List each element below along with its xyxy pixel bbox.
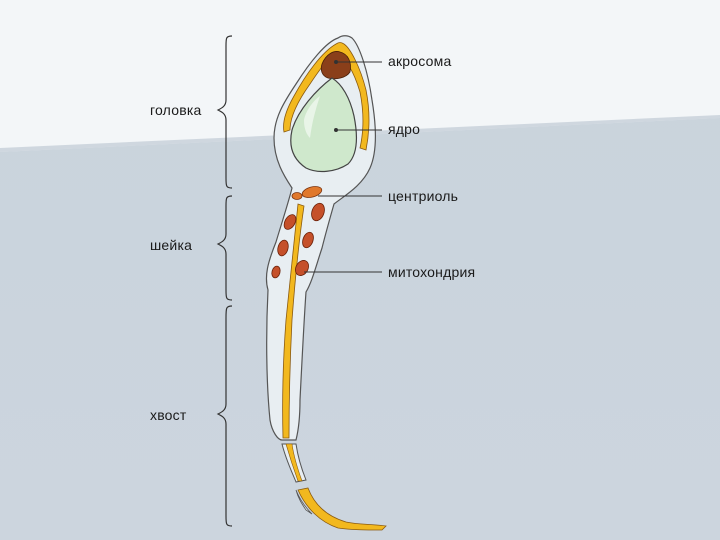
nucleus-leader-dot: [335, 129, 338, 132]
acrosome-label: акросома: [388, 53, 451, 69]
section-brackets: [218, 36, 232, 526]
mitochondria-label: митохондрия: [388, 264, 475, 280]
acrosome-leader-dot: [335, 61, 338, 64]
head-label: головка: [150, 102, 201, 118]
head-bracket: [218, 36, 232, 188]
centriole-small: [292, 193, 302, 200]
tail-bracket: [218, 306, 232, 526]
tail-end: [298, 488, 386, 530]
centriole-label: центриоль: [388, 188, 458, 204]
nucleus-label: ядро: [388, 121, 420, 137]
tail-label: хвост: [150, 407, 186, 423]
neck-bracket: [218, 196, 232, 300]
neck-label: шейка: [150, 237, 192, 253]
